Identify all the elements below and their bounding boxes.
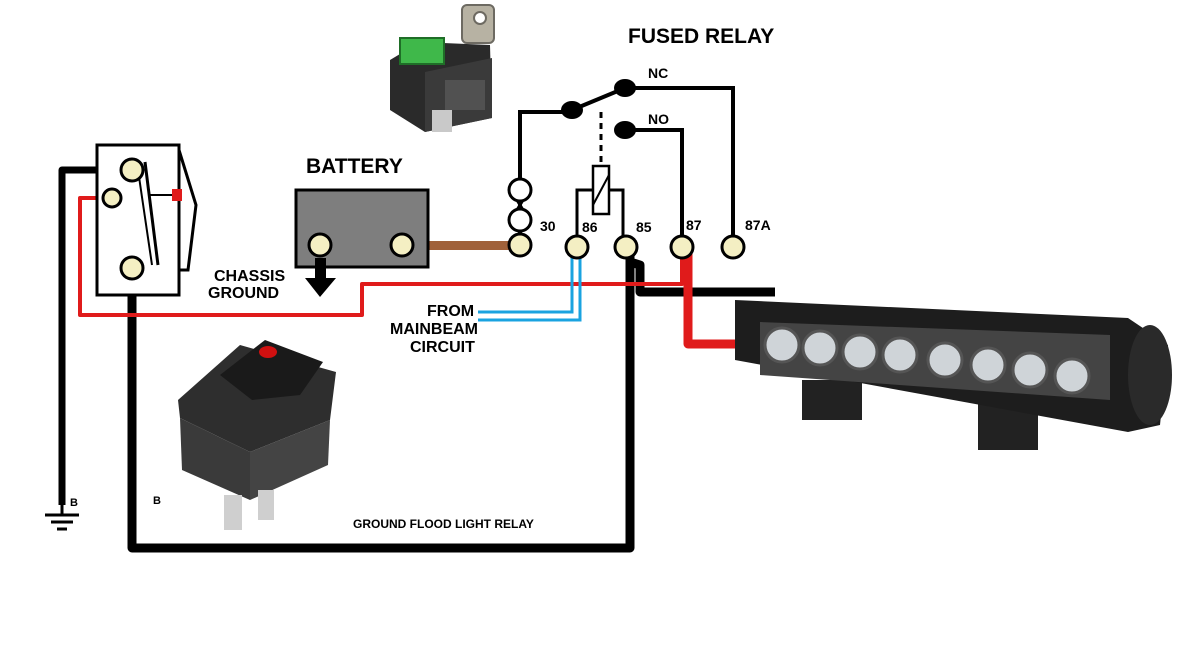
terminal-85: [613, 234, 639, 260]
terminal-86-label: 86: [582, 219, 598, 235]
terminal-87: [669, 234, 695, 260]
chassis-ground-arrow-icon: [305, 258, 336, 297]
fused-relay-title: FUSED RELAY: [628, 25, 774, 48]
chassis-ground-label-1: CHASSIS: [214, 268, 285, 285]
light-bar-ground-wire: [628, 257, 775, 297]
terminal-87a-label: 87A: [745, 217, 771, 233]
ground-flood-light-relay-label: GROUND FLOOD LIGHT RELAY: [353, 517, 534, 531]
ground-symbol-icon: [45, 505, 79, 531]
chassis-ground-label-2: GROUND: [208, 285, 279, 302]
ground-wire: [127, 250, 635, 553]
switch-schematic: [95, 143, 198, 297]
red-power-wire: [78, 196, 684, 317]
battery-label: BATTERY: [306, 155, 403, 178]
nc-label: NC: [648, 65, 668, 81]
switch-b-label: B: [153, 495, 161, 507]
from-label-3: CIRCUIT: [410, 339, 475, 356]
rocker-switch-photo-icon: [178, 340, 336, 530]
from-label-2: MAINBEAM: [390, 321, 478, 338]
terminal-30: [507, 232, 533, 258]
from-label-1: FROM: [427, 303, 474, 320]
terminal-86: [564, 234, 590, 260]
battery-link-wire: [412, 241, 520, 250]
relay-schematic: [507, 79, 735, 247]
battery-icon: [294, 188, 430, 269]
mainbeam-signal-wire: [478, 255, 574, 314]
terminal-30-label: 30: [540, 218, 556, 234]
relay-photo-icon: [390, 4, 495, 132]
terminal-85-label: 85: [636, 219, 652, 235]
mainbeam-signal-wire-2: [478, 255, 582, 322]
terminal-87a: [720, 234, 746, 260]
no-label: NO: [648, 111, 669, 127]
led-light-bar-icon: [735, 300, 1172, 450]
ground-b-label: B: [70, 497, 78, 509]
terminal-87-label: 87: [686, 217, 702, 233]
light-bar-power-wire: [683, 248, 735, 349]
